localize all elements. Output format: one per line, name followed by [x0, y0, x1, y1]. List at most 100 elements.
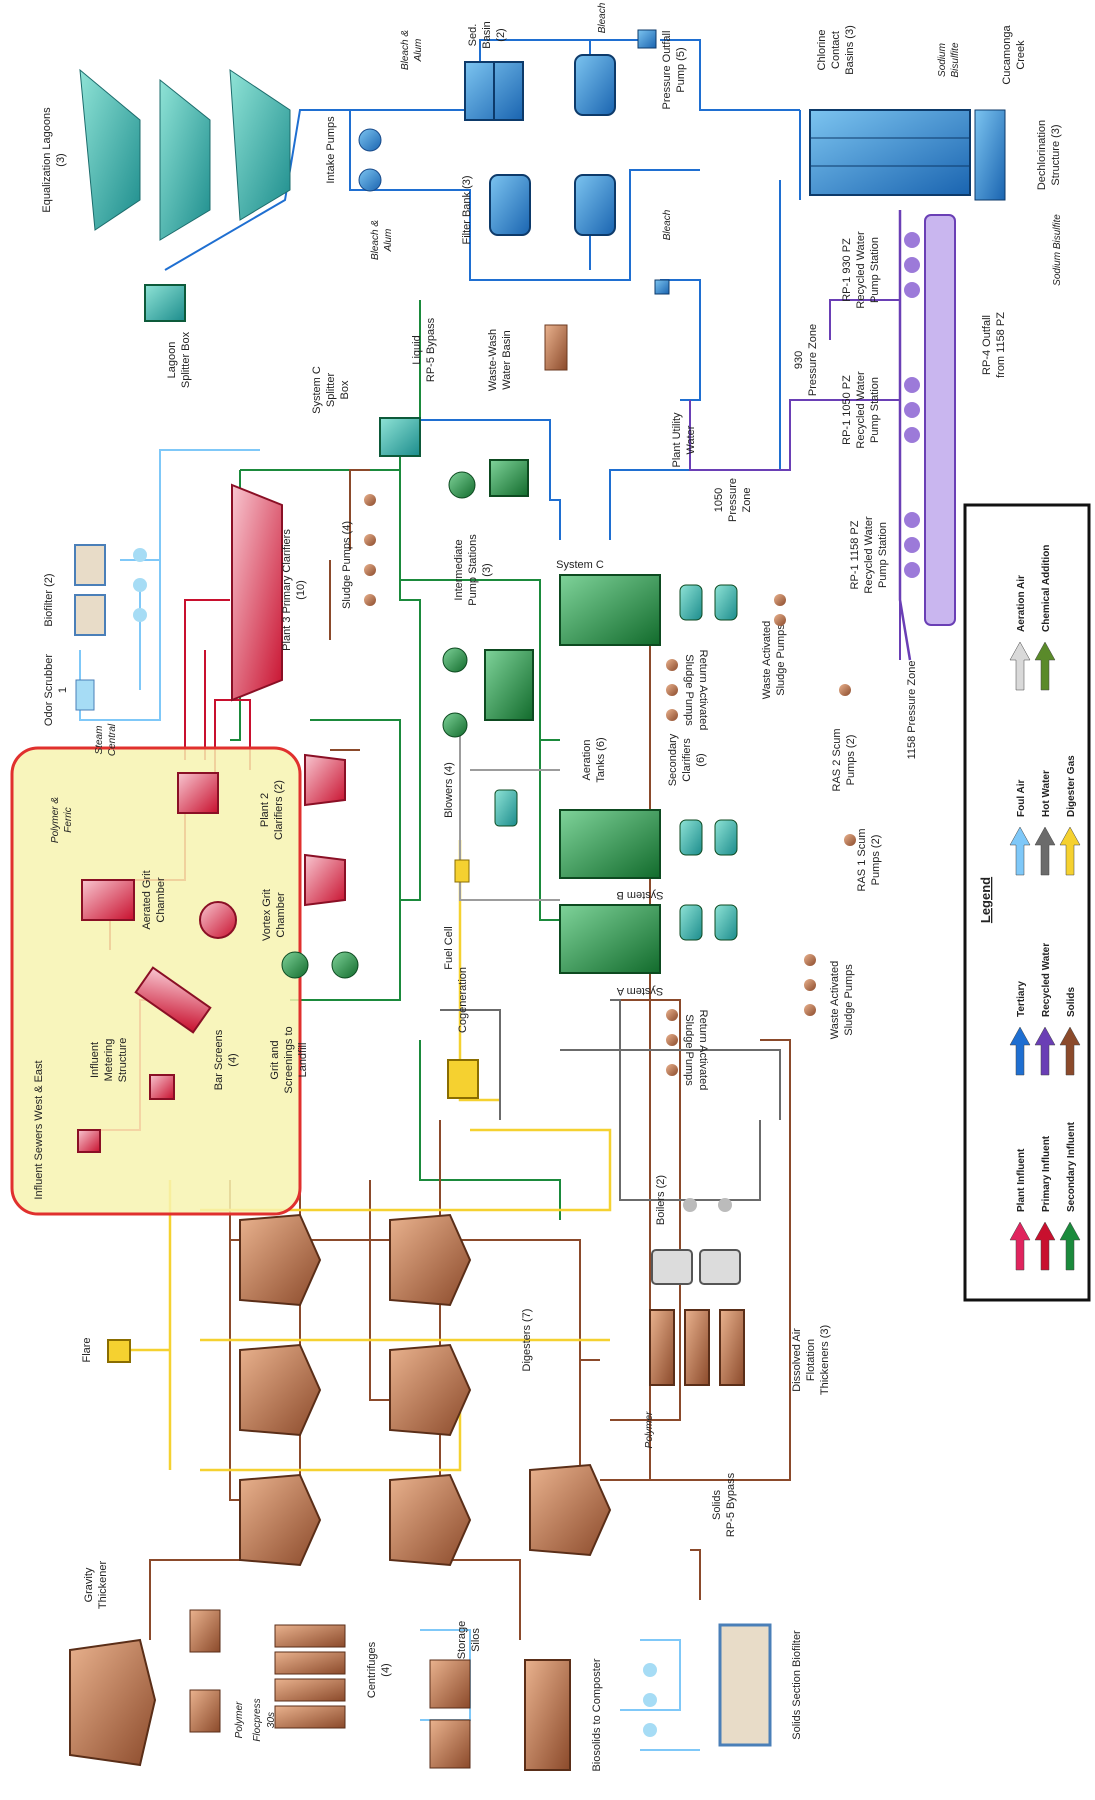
legend-item-label: Recycled Water [1041, 943, 1052, 1017]
grit-screenings-label-3: Landfill [297, 1043, 309, 1078]
lagoon-splitter-label: Lagoon [166, 342, 178, 379]
primary-splitter-box [177, 772, 219, 814]
legend-arrow-icon [1009, 826, 1031, 876]
ras1-scum-pump [844, 834, 856, 846]
legend-title: Legend [978, 877, 993, 923]
legend-arrow-icon [1034, 826, 1056, 876]
ras2-scum-label: RAS 2 Scum [831, 729, 843, 792]
legend-item: Recycled Water [1034, 943, 1056, 1076]
legend-item: Aeration Air [1009, 575, 1031, 691]
pz-1050-label-2: Pressure [727, 478, 739, 522]
odor-scrubber-label: Odor Scrubber [43, 654, 55, 726]
waste-wash-label-2: Water Basin [501, 330, 513, 390]
centrifuges-label: Centrifuges [366, 1641, 378, 1698]
pressure-outfall-label-2: Pump (5) [675, 47, 687, 92]
sed-basin-label: Sed. [467, 24, 479, 47]
bar-screens-label: Bar Screens [213, 1029, 225, 1090]
equalization-lagoons-count: (3) [55, 153, 67, 166]
solids-bypass-label: Solids [711, 1490, 723, 1520]
system-c-splitter-label: System C [311, 366, 323, 414]
polymer-bottom-label: Polymer [234, 1701, 245, 1738]
centrifuges-label-2: (4) [380, 1663, 392, 1676]
storage-silos [429, 1659, 471, 1769]
composter-truck [524, 1659, 571, 1771]
lagoon-splitter-label-2: Splitter Box [180, 331, 192, 388]
cucamonga-creek-label-2: Creek [1015, 40, 1027, 70]
waste-wash-basin [544, 324, 568, 371]
intake-pumps-label: Intake Pumps [325, 116, 337, 184]
legend-item: Plant Influent [1009, 1148, 1031, 1271]
system-b-label: System B [616, 889, 663, 901]
secondary-clarifiers-label-2: Clarifiers [681, 738, 693, 782]
bleach-injection-box [654, 279, 670, 295]
secondary-clarifiers-label-3: (6) [695, 753, 707, 766]
intermediate-pump [448, 471, 476, 499]
pz-930-label: 930 [793, 351, 805, 369]
legend-item: Chemical Addition [1034, 545, 1056, 691]
rp1-1158-label-2: Recycled Water [863, 516, 875, 594]
was-ab-label: Waste Activated [829, 961, 841, 1039]
vortex-grit-label-2: Chamber [275, 892, 287, 938]
system-b-aeration [559, 809, 661, 879]
bleach-alum-mid-label-2: Alum [383, 229, 394, 253]
waste-wash-label: Waste-Wash [487, 329, 499, 391]
fuel-cell-label: Fuel Cell [443, 926, 455, 969]
plant3-primary-clarifiers [231, 483, 283, 702]
steam-central-label-2: Central [107, 723, 118, 756]
was-ab-label-2: Sludge Pumps [843, 964, 855, 1036]
ras-ab-pumps [666, 1009, 678, 1076]
legend-arrow-icon [1059, 1026, 1081, 1076]
biofilter [74, 544, 147, 636]
plant2-clarifiers-label-2: Clarifiers (2) [273, 780, 285, 840]
plant2-clarifiers [304, 753, 346, 907]
grit-screenings-label: Grit and [269, 1040, 281, 1079]
legend-arrow-icon [1034, 641, 1056, 691]
aeration-tanks-label: Aeration [581, 740, 593, 781]
sed-basin-label-2: Basin [481, 21, 493, 49]
rp1-1050-label: RP-1 1050 PZ [841, 375, 853, 445]
liquid-rp5-bypass-label-2: RP-5 Bypass [425, 317, 437, 382]
sodium-bisulfite-top-label-2: Bisulfite [950, 42, 961, 77]
legend-arrow-icon [1009, 1026, 1031, 1076]
polymer-ferric-label-2: Ferric [63, 807, 74, 833]
odor-scrubber-count: 1 [57, 687, 69, 693]
rp1-930-label: RP-1 930 PZ [841, 238, 853, 302]
chlorine-contact-label-2: Contact [830, 31, 842, 69]
legend-item: Hot Water [1034, 770, 1056, 876]
steam-central-label: Steam [94, 726, 105, 755]
digesters-label: Digesters (7) [521, 1309, 533, 1372]
legend-item-label: Secondary Influent [1066, 1121, 1077, 1212]
odor-scrubber [75, 679, 95, 711]
influent-metering-label: Influent [89, 1042, 101, 1078]
liquid-rp5-bypass-label: Liquid [411, 335, 423, 364]
influent-metering-structure [149, 1074, 175, 1100]
equalization-lagoons [79, 68, 291, 241]
sed-basins [464, 61, 524, 121]
legend-arrow-icon [1034, 1221, 1056, 1271]
ras-return-c-label: Return Activated [697, 650, 709, 731]
system-c-aeration [559, 574, 661, 646]
influent-metering-label-3: Structure [117, 1038, 129, 1083]
aerated-grit-chamber [81, 879, 135, 921]
daf-label-2: Flotation [805, 1339, 817, 1381]
blower-small [494, 789, 518, 827]
aerated-grit-label-2: Chamber [155, 877, 167, 923]
system-c-label: System C [556, 559, 604, 571]
legend-item-label: Plant Influent [1016, 1148, 1027, 1212]
chlorine-contact-label: Chlorine [816, 30, 828, 71]
vortex-grit-label: Vortex Grit [261, 889, 273, 941]
ras2-scum-label-2: Pumps (2) [845, 735, 857, 786]
legend-item-label: Solids [1066, 987, 1077, 1017]
pipe-network [79, 39, 960, 1751]
grit-screenings-label-2: Screenings to [283, 1026, 295, 1093]
centrifuges [274, 1624, 346, 1729]
plant-utility-label-2: Water [685, 425, 697, 454]
legend-item-label: Tertiary [1016, 981, 1027, 1017]
sodium-bisulfite-bottom-label: Sodium Bisulfite [1052, 214, 1063, 286]
boilers-label: Boilers (2) [655, 1175, 667, 1225]
pressure-outfall-label: Pressure Outfall [661, 31, 673, 110]
blowers-label: Blowers (4) [443, 762, 455, 818]
ras2-scum-pump [839, 684, 851, 696]
legend-item-label: Primary Influent [1041, 1135, 1052, 1212]
